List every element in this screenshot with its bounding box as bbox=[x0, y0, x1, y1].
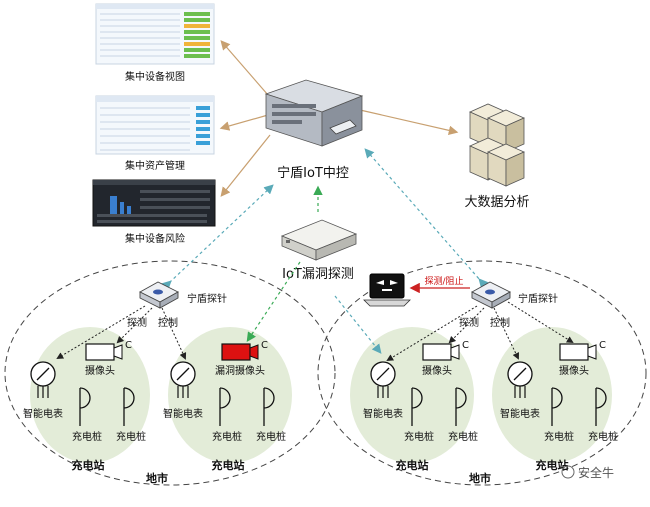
hub-to-bigdata-arrow bbox=[359, 109, 459, 136]
charger-label: 充电桩 bbox=[116, 430, 146, 443]
scanner-to-vuln-camera-arrow bbox=[246, 261, 301, 342]
smart-meter-label: 智能电表 bbox=[23, 407, 63, 420]
probe-control-arrow bbox=[161, 307, 187, 360]
watermark-icon bbox=[561, 465, 575, 479]
watermark: 安全牛 bbox=[561, 465, 614, 480]
asset-management-label: 集中资产管理 bbox=[125, 159, 185, 172]
camera-c-mark: C bbox=[462, 340, 469, 351]
charger-label: 充电桩 bbox=[544, 430, 574, 443]
iot-hub-label: 宁盾IoT中控 bbox=[277, 165, 349, 181]
hub-to-device-view-arrow bbox=[220, 40, 269, 96]
smart-meter-label: 智能电表 bbox=[500, 407, 540, 420]
probe-detect-arrow bbox=[56, 305, 146, 360]
iot-scanner-label: IoT漏洞探测 bbox=[282, 266, 354, 282]
hacker-laptop-icon bbox=[363, 273, 411, 307]
camera-c-mark: C bbox=[599, 340, 606, 351]
smart-meter-icon bbox=[370, 361, 396, 398]
iot-hub-server-icon bbox=[264, 79, 364, 147]
camera-c-mark: C bbox=[261, 340, 268, 351]
charger-icon bbox=[595, 387, 607, 409]
charger-icon bbox=[263, 387, 275, 409]
device-view-label: 集中设备视图 bbox=[125, 70, 185, 83]
probe-detect-arrow bbox=[507, 301, 574, 344]
smart-meter-label: 智能电表 bbox=[163, 407, 203, 420]
station-label: 充电站 bbox=[396, 458, 429, 472]
detect-label: 探测 bbox=[459, 316, 479, 329]
watermark-text: 安全牛 bbox=[578, 465, 614, 480]
probe-control-arrow bbox=[493, 307, 519, 360]
smart-meter-icon bbox=[507, 361, 533, 398]
charger-icon bbox=[123, 387, 135, 409]
charger-label: 充电桩 bbox=[404, 430, 434, 443]
hub-to-risk-arrow bbox=[220, 134, 271, 197]
asset-management-thumbnail bbox=[95, 95, 215, 155]
probe-device-icon bbox=[471, 281, 511, 309]
detect-label: 探测 bbox=[127, 316, 147, 329]
charger-label: 充电桩 bbox=[212, 430, 242, 443]
probe-detect-arrow bbox=[116, 307, 153, 344]
camera-icon bbox=[422, 343, 460, 361]
hub-probe-right-link bbox=[364, 148, 489, 289]
smart-meter-label: 智能电表 bbox=[363, 407, 403, 420]
control-label: 控制 bbox=[490, 316, 510, 329]
station-label: 充电站 bbox=[536, 458, 569, 472]
charger-icon bbox=[455, 387, 467, 409]
probe-detect-arrow bbox=[386, 305, 478, 362]
probe-label: 宁盾探针 bbox=[518, 292, 558, 305]
city-region-left bbox=[4, 260, 336, 486]
probe-detect-arrow bbox=[448, 307, 485, 344]
control-label: 控制 bbox=[158, 316, 178, 329]
big-data-servers-icon bbox=[469, 103, 525, 187]
smart-meter-icon bbox=[30, 361, 56, 398]
camera-label: 摄像头 bbox=[422, 364, 452, 377]
charger-icon bbox=[79, 387, 91, 409]
charger-label: 充电桩 bbox=[448, 430, 478, 443]
vuln-camera-label: 漏洞摄像头 bbox=[215, 364, 265, 377]
station-label: 充电站 bbox=[212, 458, 245, 472]
hub-to-asset-arrow bbox=[219, 114, 269, 131]
camera-c-mark: C bbox=[125, 340, 132, 351]
charger-label: 充电桩 bbox=[588, 430, 618, 443]
charger-icon bbox=[551, 387, 563, 409]
big-data-label: 大数据分析 bbox=[464, 195, 529, 210]
charger-icon bbox=[219, 387, 231, 409]
station-label: 充电站 bbox=[72, 458, 105, 472]
camera-icon bbox=[85, 343, 123, 361]
probe-device-icon bbox=[139, 281, 179, 309]
hub-probe-left-link bbox=[161, 184, 274, 291]
smart-meter-icon bbox=[170, 361, 196, 398]
city-label: 地市 bbox=[146, 471, 168, 485]
vuln-camera-icon bbox=[221, 343, 259, 361]
city-label: 地市 bbox=[469, 471, 491, 485]
iot-scanner-device-icon bbox=[280, 219, 358, 261]
device-risk-label: 集中设备风险 bbox=[125, 232, 185, 245]
camera-icon bbox=[559, 343, 597, 361]
device-view-thumbnail bbox=[95, 3, 215, 65]
camera-label: 摄像头 bbox=[559, 364, 589, 377]
charger-label: 充电桩 bbox=[256, 430, 286, 443]
camera-label: 摄像头 bbox=[85, 364, 115, 377]
probe-label: 宁盾探针 bbox=[187, 292, 227, 305]
charger-label: 充电桩 bbox=[72, 430, 102, 443]
charger-icon bbox=[411, 387, 423, 409]
probe-block-label: 探测/阻止 bbox=[424, 275, 463, 287]
device-risk-thumbnail bbox=[92, 179, 216, 227]
